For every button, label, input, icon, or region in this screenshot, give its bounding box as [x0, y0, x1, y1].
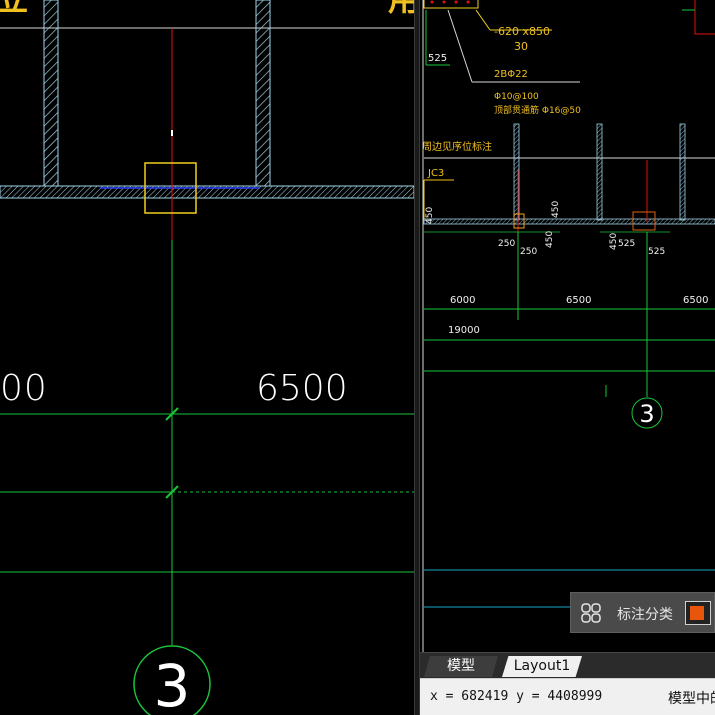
small-dim-3: 250: [520, 247, 537, 257]
span-dim-2: 6500: [566, 295, 591, 306]
small-dim-1: 450: [425, 207, 435, 224]
jc3-label: JC3: [427, 168, 444, 179]
status-message: 模型中的: [668, 691, 715, 707]
small-dim-2: 250: [498, 239, 515, 249]
coordinate-readout: x = 682419 y = 4408999: [430, 689, 603, 704]
wall-left: [43, 0, 59, 187]
annotation-classification-panel[interactable]: 标注分类: [570, 592, 715, 633]
corner-glyph-right: 用: [388, 0, 414, 18]
grid-cluster-icon[interactable]: [581, 603, 601, 623]
layout-tab-bar: 模型 Layout1: [420, 652, 715, 678]
right-grid-bubble-label: 3: [639, 400, 654, 428]
annotation-color-swatch[interactable]: [685, 601, 711, 625]
span-dim-3: 6500: [683, 295, 708, 306]
small-dim-7: 450: [609, 233, 619, 250]
section-dim-sub: 30: [514, 40, 528, 53]
section-dim-text: -620 x850: [494, 25, 550, 38]
rebar-main-text: 2BΦ22: [494, 69, 528, 80]
small-dim-5: 450: [551, 201, 561, 218]
corner-glyph-left: 立: [0, 0, 28, 18]
column-highlight-box[interactable]: [144, 162, 197, 214]
viewport-divider[interactable]: [414, 0, 420, 715]
right-viewport[interactable]: -620 x850 30 525 2BΦ22 Φ10@100 顶部贯通筋 Φ16…: [420, 0, 715, 652]
stirrup-text: Φ10@100: [494, 92, 539, 102]
right-slab: [423, 218, 715, 225]
total-dim: 19000: [448, 325, 480, 336]
grid-bubble-label: 3: [154, 652, 191, 715]
grid-bubble-3[interactable]: [133, 645, 211, 715]
wall-right: [255, 0, 271, 187]
status-bar: x = 682419 y = 4408999 模型中的: [420, 678, 715, 715]
left-viewport[interactable]: 00 6500 3 立 用: [0, 0, 414, 715]
small-dim-4: 450: [545, 231, 555, 248]
right-wall-3: [679, 123, 686, 221]
annotation-category-label[interactable]: 标注分类: [617, 607, 673, 623]
top-rebar-text: 顶部贯通筋 Φ16@50: [494, 104, 581, 116]
tab-model[interactable]: 模型: [424, 656, 498, 677]
dim-525-top: 525: [428, 53, 447, 64]
slab-band: [0, 185, 414, 199]
span-dim-1: 6000: [450, 295, 475, 306]
small-dim-6: 525: [618, 239, 635, 249]
note-text: 周边见序位标注: [422, 140, 492, 153]
dimension-text-6500: 6500: [256, 368, 348, 409]
small-dim-8: 525: [648, 247, 665, 257]
right-wall-2: [596, 123, 603, 221]
tab-layout1[interactable]: Layout1: [502, 656, 582, 677]
right-grid-bubble-3[interactable]: [631, 397, 663, 429]
dimension-text-left: 00: [0, 368, 48, 409]
section-detail-box: [423, 0, 479, 9]
